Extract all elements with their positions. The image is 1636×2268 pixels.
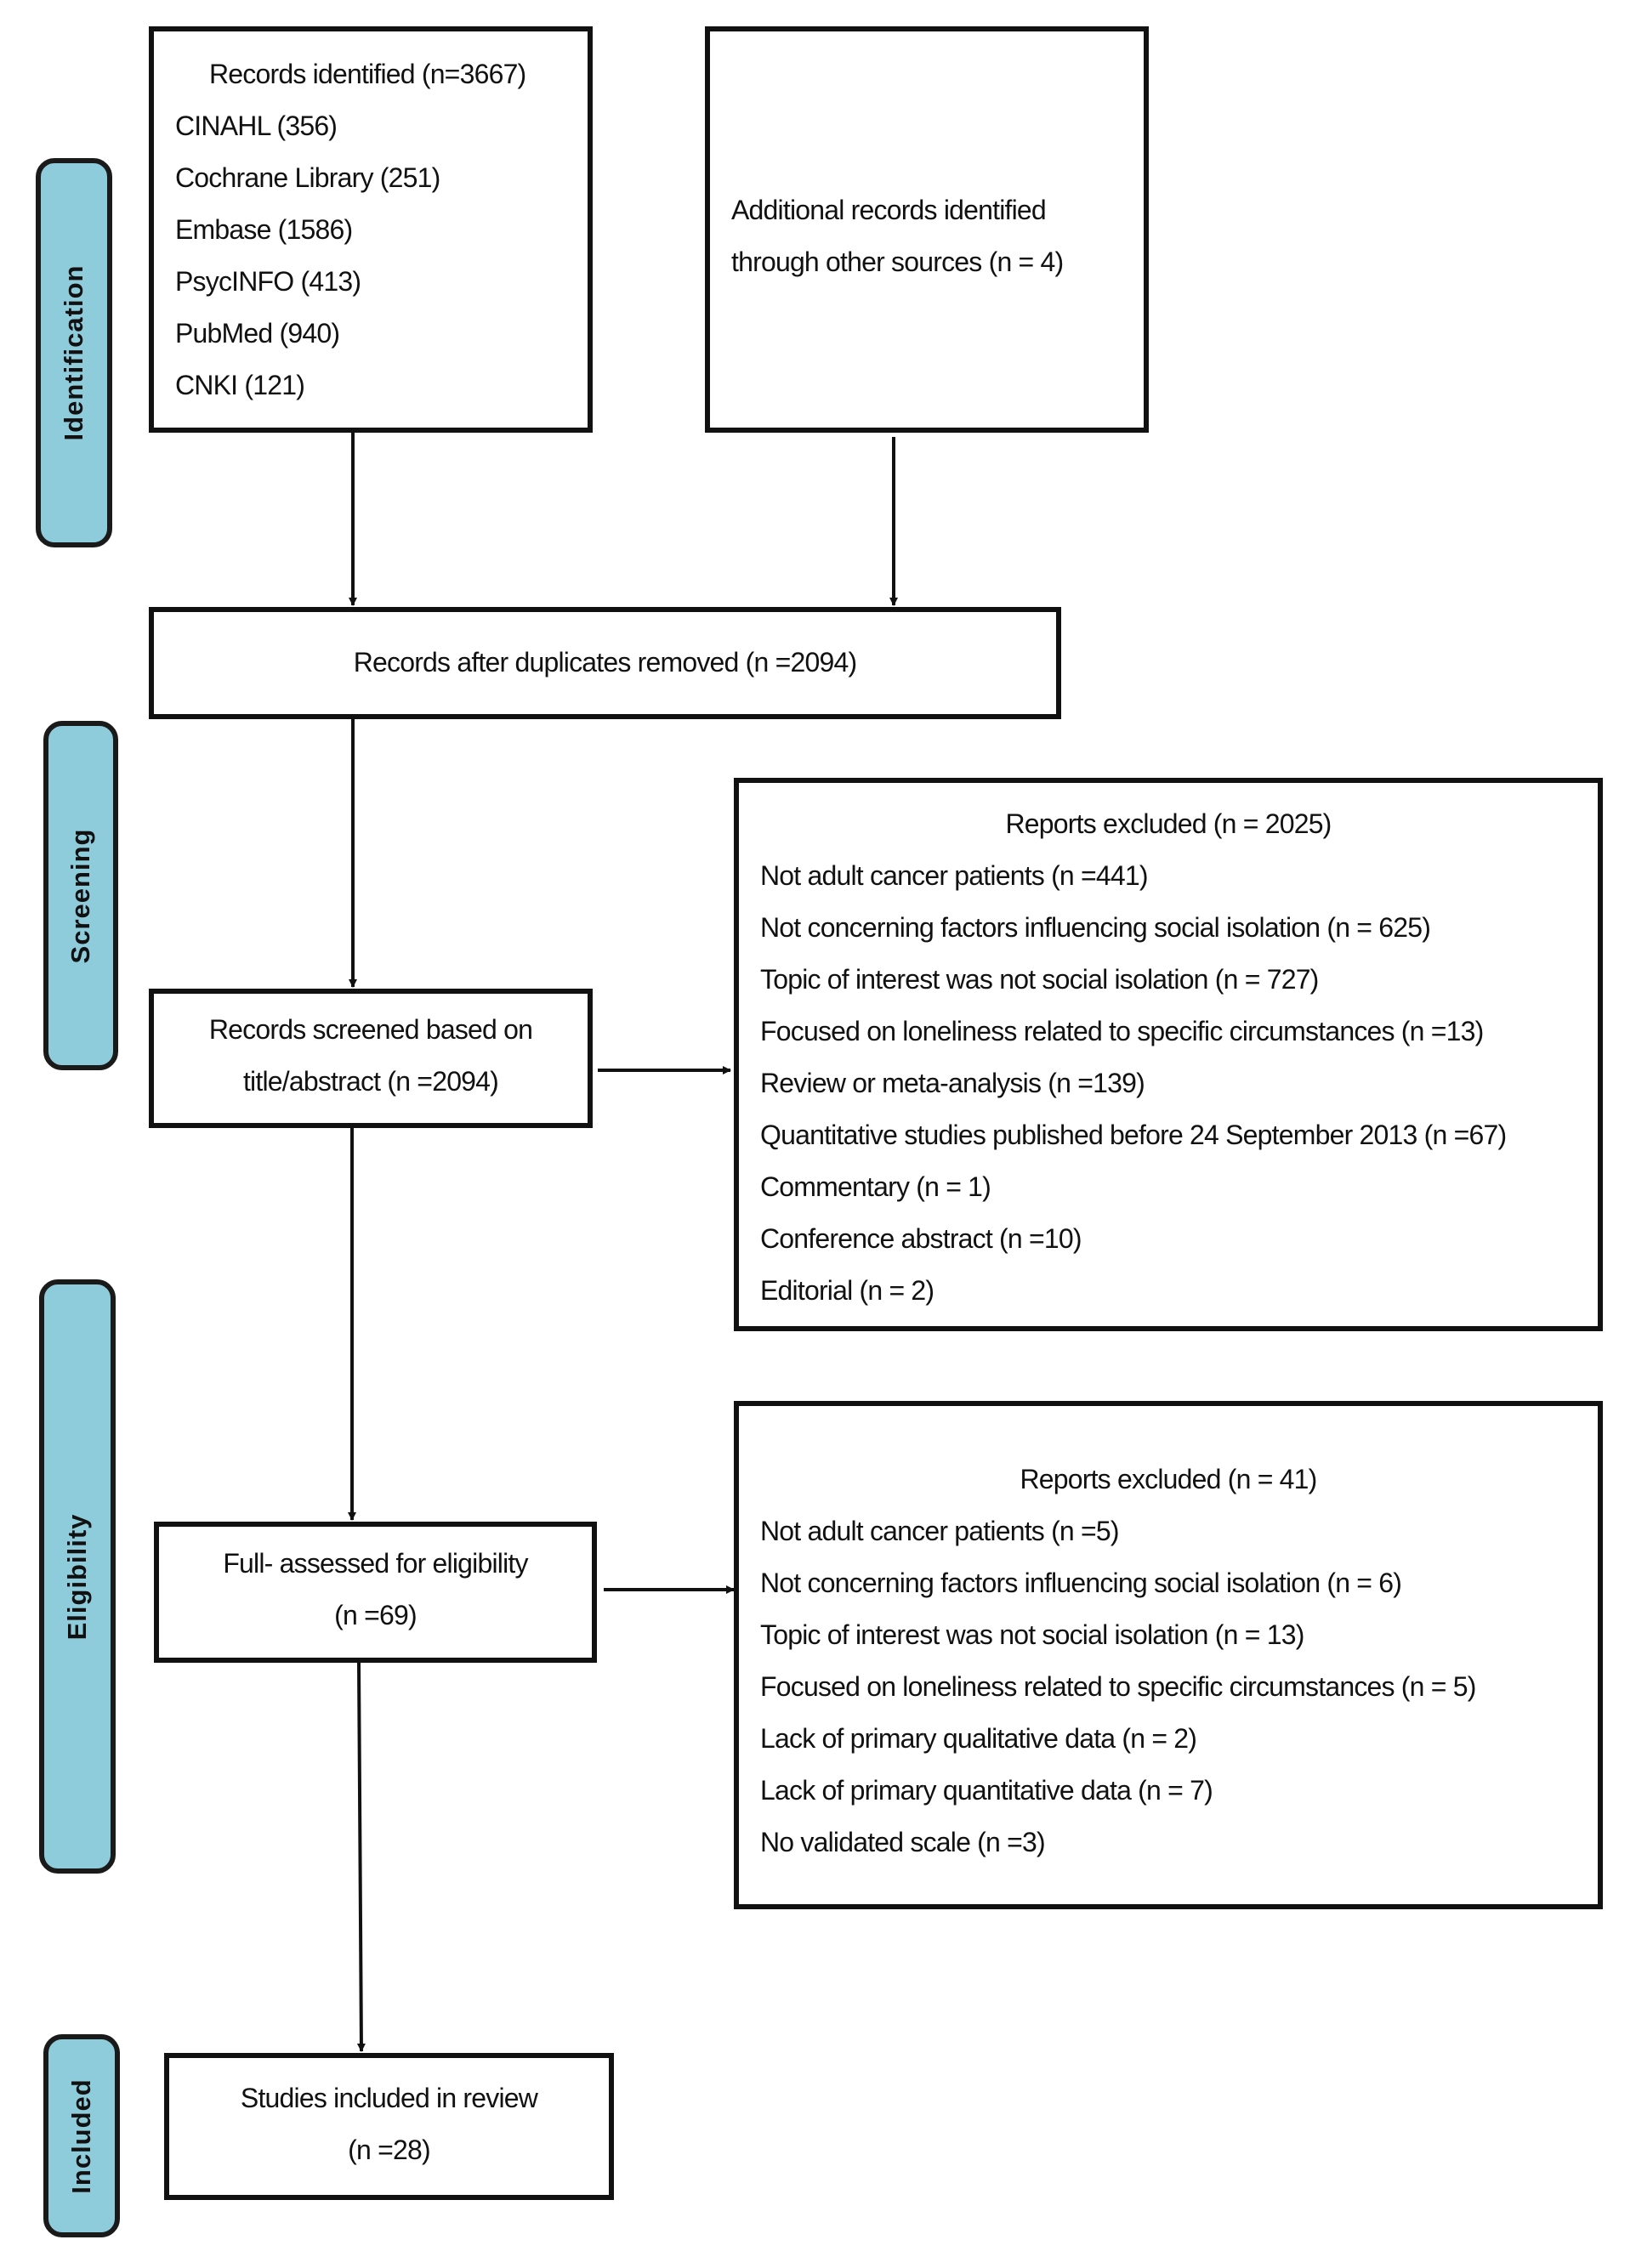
screened-line: title/abstract (n =2094)	[242, 1066, 499, 1097]
records-identified-title: Records identified (n=3667)	[209, 59, 526, 89]
excluded-item: Not concerning factors influencing socia…	[760, 912, 1431, 943]
included-line: (n =28)	[348, 2135, 430, 2165]
records-identified-box: Records identified (n=3667) CINAHL (356)…	[149, 26, 593, 433]
phase-included: Included	[43, 2034, 120, 2237]
excluded-item: Quantitative studies published before 24…	[760, 1120, 1507, 1150]
duplicates-removed-box: Records after duplicates removed (n =209…	[149, 607, 1061, 719]
screened-line: Records screened based on	[208, 1014, 533, 1045]
excluded-item: Not adult cancer patients (n =441)	[760, 860, 1149, 891]
excluded-item: Focused on loneliness related to specifi…	[760, 1671, 1476, 1702]
eligibility-box: Full- assessed for eligibility (n =69)	[154, 1522, 597, 1663]
included-box: Studies included in review (n =28)	[164, 2053, 614, 2200]
excluded-title: Reports excluded (n = 41)	[1020, 1464, 1317, 1494]
excluded-item: Conference abstract (n =10)	[760, 1223, 1082, 1254]
excluded-item: Lack of primary quantitative data (n = 7…	[760, 1775, 1213, 1806]
excluded-item: No validated scale (n =3)	[760, 1827, 1046, 1857]
excluded-screening-box: Reports excluded (n = 2025) Not adult ca…	[734, 778, 1603, 1331]
additional-records-box: Additional records identified through ot…	[705, 26, 1149, 433]
excluded-item: Editorial (n = 2)	[760, 1275, 934, 1306]
arrow-eligibility-to-included	[356, 1662, 366, 2052]
phase-eligibility: Eligibility	[39, 1279, 116, 1874]
excluded-title: Reports excluded (n = 2025)	[1005, 808, 1332, 839]
excluded-item: Lack of primary qualitative data (n = 2)	[760, 1723, 1197, 1754]
excluded-item: Not adult cancer patients (n =5)	[760, 1516, 1120, 1546]
additional-line: Additional records identified	[731, 195, 1047, 225]
source-item: Embase (1586)	[175, 214, 353, 245]
eligibility-line: (n =69)	[334, 1600, 417, 1630]
excluded-item: Not concerning factors influencing socia…	[760, 1568, 1402, 1598]
additional-line: through other sources (n = 4)	[731, 247, 1064, 277]
duplicates-removed-text: Records after duplicates removed (n =209…	[353, 647, 857, 678]
excluded-eligibility-box: Reports excluded (n = 41) Not adult canc…	[734, 1401, 1603, 1909]
excluded-item: Topic of interest was not social isolati…	[760, 1619, 1304, 1650]
excluded-item: Review or meta-analysis (n =139)	[760, 1068, 1145, 1098]
excluded-item: Commentary (n = 1)	[760, 1171, 991, 1202]
source-item: Cochrane Library (251)	[175, 162, 440, 193]
included-line: Studies included in review	[240, 2083, 538, 2113]
source-item: CINAHL (356)	[175, 111, 338, 141]
excluded-item: Focused on loneliness related to specifi…	[760, 1016, 1484, 1046]
screened-box: Records screened based on title/abstract…	[149, 989, 593, 1128]
phase-screening: Screening	[43, 721, 118, 1070]
source-item: PubMed (940)	[175, 318, 340, 349]
source-item: PsycINFO (413)	[175, 266, 361, 297]
phase-identification: Identification	[36, 158, 112, 547]
eligibility-line: Full- assessed for eligibility	[223, 1548, 528, 1579]
source-item: CNKI (121)	[175, 370, 305, 400]
excluded-item: Topic of interest was not social isolati…	[760, 964, 1319, 995]
